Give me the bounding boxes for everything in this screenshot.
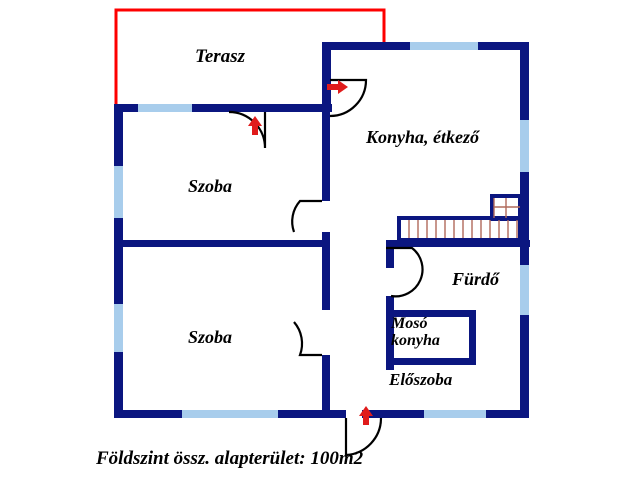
interior-walls — [114, 104, 530, 410]
total-area-caption: Földszint össz. alapterület: 100m2 — [96, 448, 364, 469]
wall-hall-left-lower — [322, 355, 330, 410]
door-swing-szoba2 — [293, 321, 322, 357]
terrace-outline — [114, 8, 386, 104]
window-right-bath — [520, 265, 529, 315]
window-bottom-szoba — [182, 410, 278, 418]
exterior-walls — [114, 42, 529, 418]
entry-arrows — [248, 80, 373, 425]
wall-moso-top — [386, 310, 476, 317]
window-bottom-eloszoba — [424, 410, 486, 418]
window-right-kitchen — [520, 120, 529, 172]
door-swing-furdo — [386, 246, 424, 298]
wall-moso-right — [469, 310, 476, 365]
arrow-up-entry — [359, 406, 373, 425]
wall-hall-right-lower — [386, 320, 394, 370]
wall-kitchen-bath — [386, 240, 530, 247]
wall-hall-right-upper — [386, 240, 394, 268]
door-swing-terrace-hall — [228, 110, 267, 149]
arrow-right-kitchen — [327, 80, 348, 94]
arrow-up-hall — [248, 116, 262, 135]
door-swing-szoba1 — [291, 199, 322, 233]
door-swings — [228, 78, 424, 457]
wall-szoba-kitchen-upper — [322, 104, 330, 201]
staircase — [397, 194, 522, 242]
door-swing-terrace-kitchen — [329, 78, 368, 118]
window-left-upper — [114, 166, 123, 218]
wall-hall-left-upper — [322, 247, 330, 310]
window-left-lower — [114, 304, 123, 352]
wall-moso-bottom — [386, 358, 476, 365]
wall-kitchen-left — [322, 42, 331, 112]
door-swing-entry — [344, 417, 383, 457]
window-top-kitchen — [410, 42, 478, 50]
wall-hall-right-mid — [386, 296, 394, 320]
wall-szoba-divider — [114, 240, 330, 247]
window-top-szoba — [138, 104, 192, 112]
